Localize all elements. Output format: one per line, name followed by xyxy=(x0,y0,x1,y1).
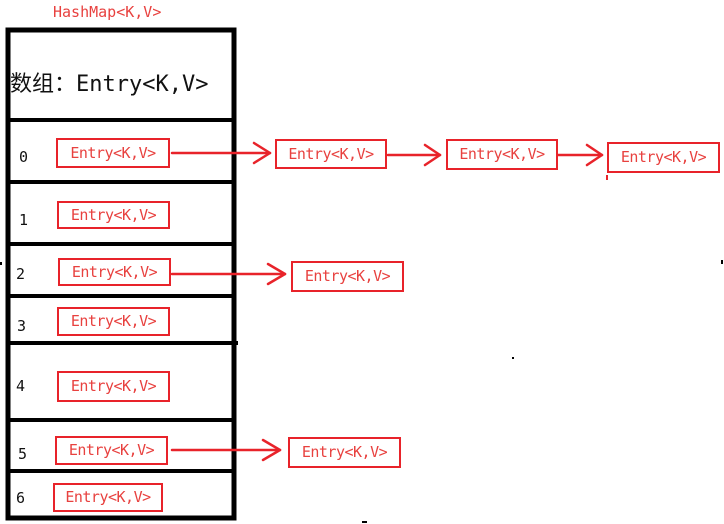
arrow-bucket0-3 xyxy=(556,143,604,167)
bucket-index-0: 0 xyxy=(19,148,29,166)
arrow-bucket0-1 xyxy=(170,141,272,165)
arrow-bucket5-1 xyxy=(170,438,282,462)
entry-node: Entry<K,V> xyxy=(57,307,170,336)
entry-node: Entry<K,V> xyxy=(57,201,170,229)
array-header: 数组：Entry<K,V> xyxy=(10,72,209,97)
bucket-index-3: 3 xyxy=(17,317,27,335)
entry-node: Entry<K,V> xyxy=(56,138,170,168)
bucket-index-1: 1 xyxy=(19,211,29,229)
entry-node: Entry<K,V> xyxy=(55,436,168,465)
entry-node: Entry<K,V> xyxy=(446,139,558,170)
entry-node: Entry<K,V> xyxy=(275,139,387,169)
stray-mark xyxy=(362,521,367,523)
stray-mark xyxy=(0,262,2,265)
arrow-bucket0-2 xyxy=(386,143,442,167)
stray-mark xyxy=(606,175,608,180)
entry-node: Entry<K,V> xyxy=(288,437,401,468)
entry-node: Entry<K,V> xyxy=(57,371,170,402)
bucket-index-6: 6 xyxy=(16,489,26,507)
arrow-bucket2-1 xyxy=(170,262,287,286)
entry-node: Entry<K,V> xyxy=(291,261,404,292)
stray-mark xyxy=(721,260,723,264)
diagram-title: HashMap<K,V> xyxy=(53,3,162,21)
bucket-index-2: 2 xyxy=(16,265,26,283)
bucket-index-5: 5 xyxy=(18,445,28,463)
bucket-index-4: 4 xyxy=(16,377,26,395)
stray-mark xyxy=(512,357,514,359)
entry-node: Entry<K,V> xyxy=(58,258,171,286)
entry-node: Entry<K,V> xyxy=(53,483,163,512)
entry-node: Entry<K,V> xyxy=(607,142,720,173)
